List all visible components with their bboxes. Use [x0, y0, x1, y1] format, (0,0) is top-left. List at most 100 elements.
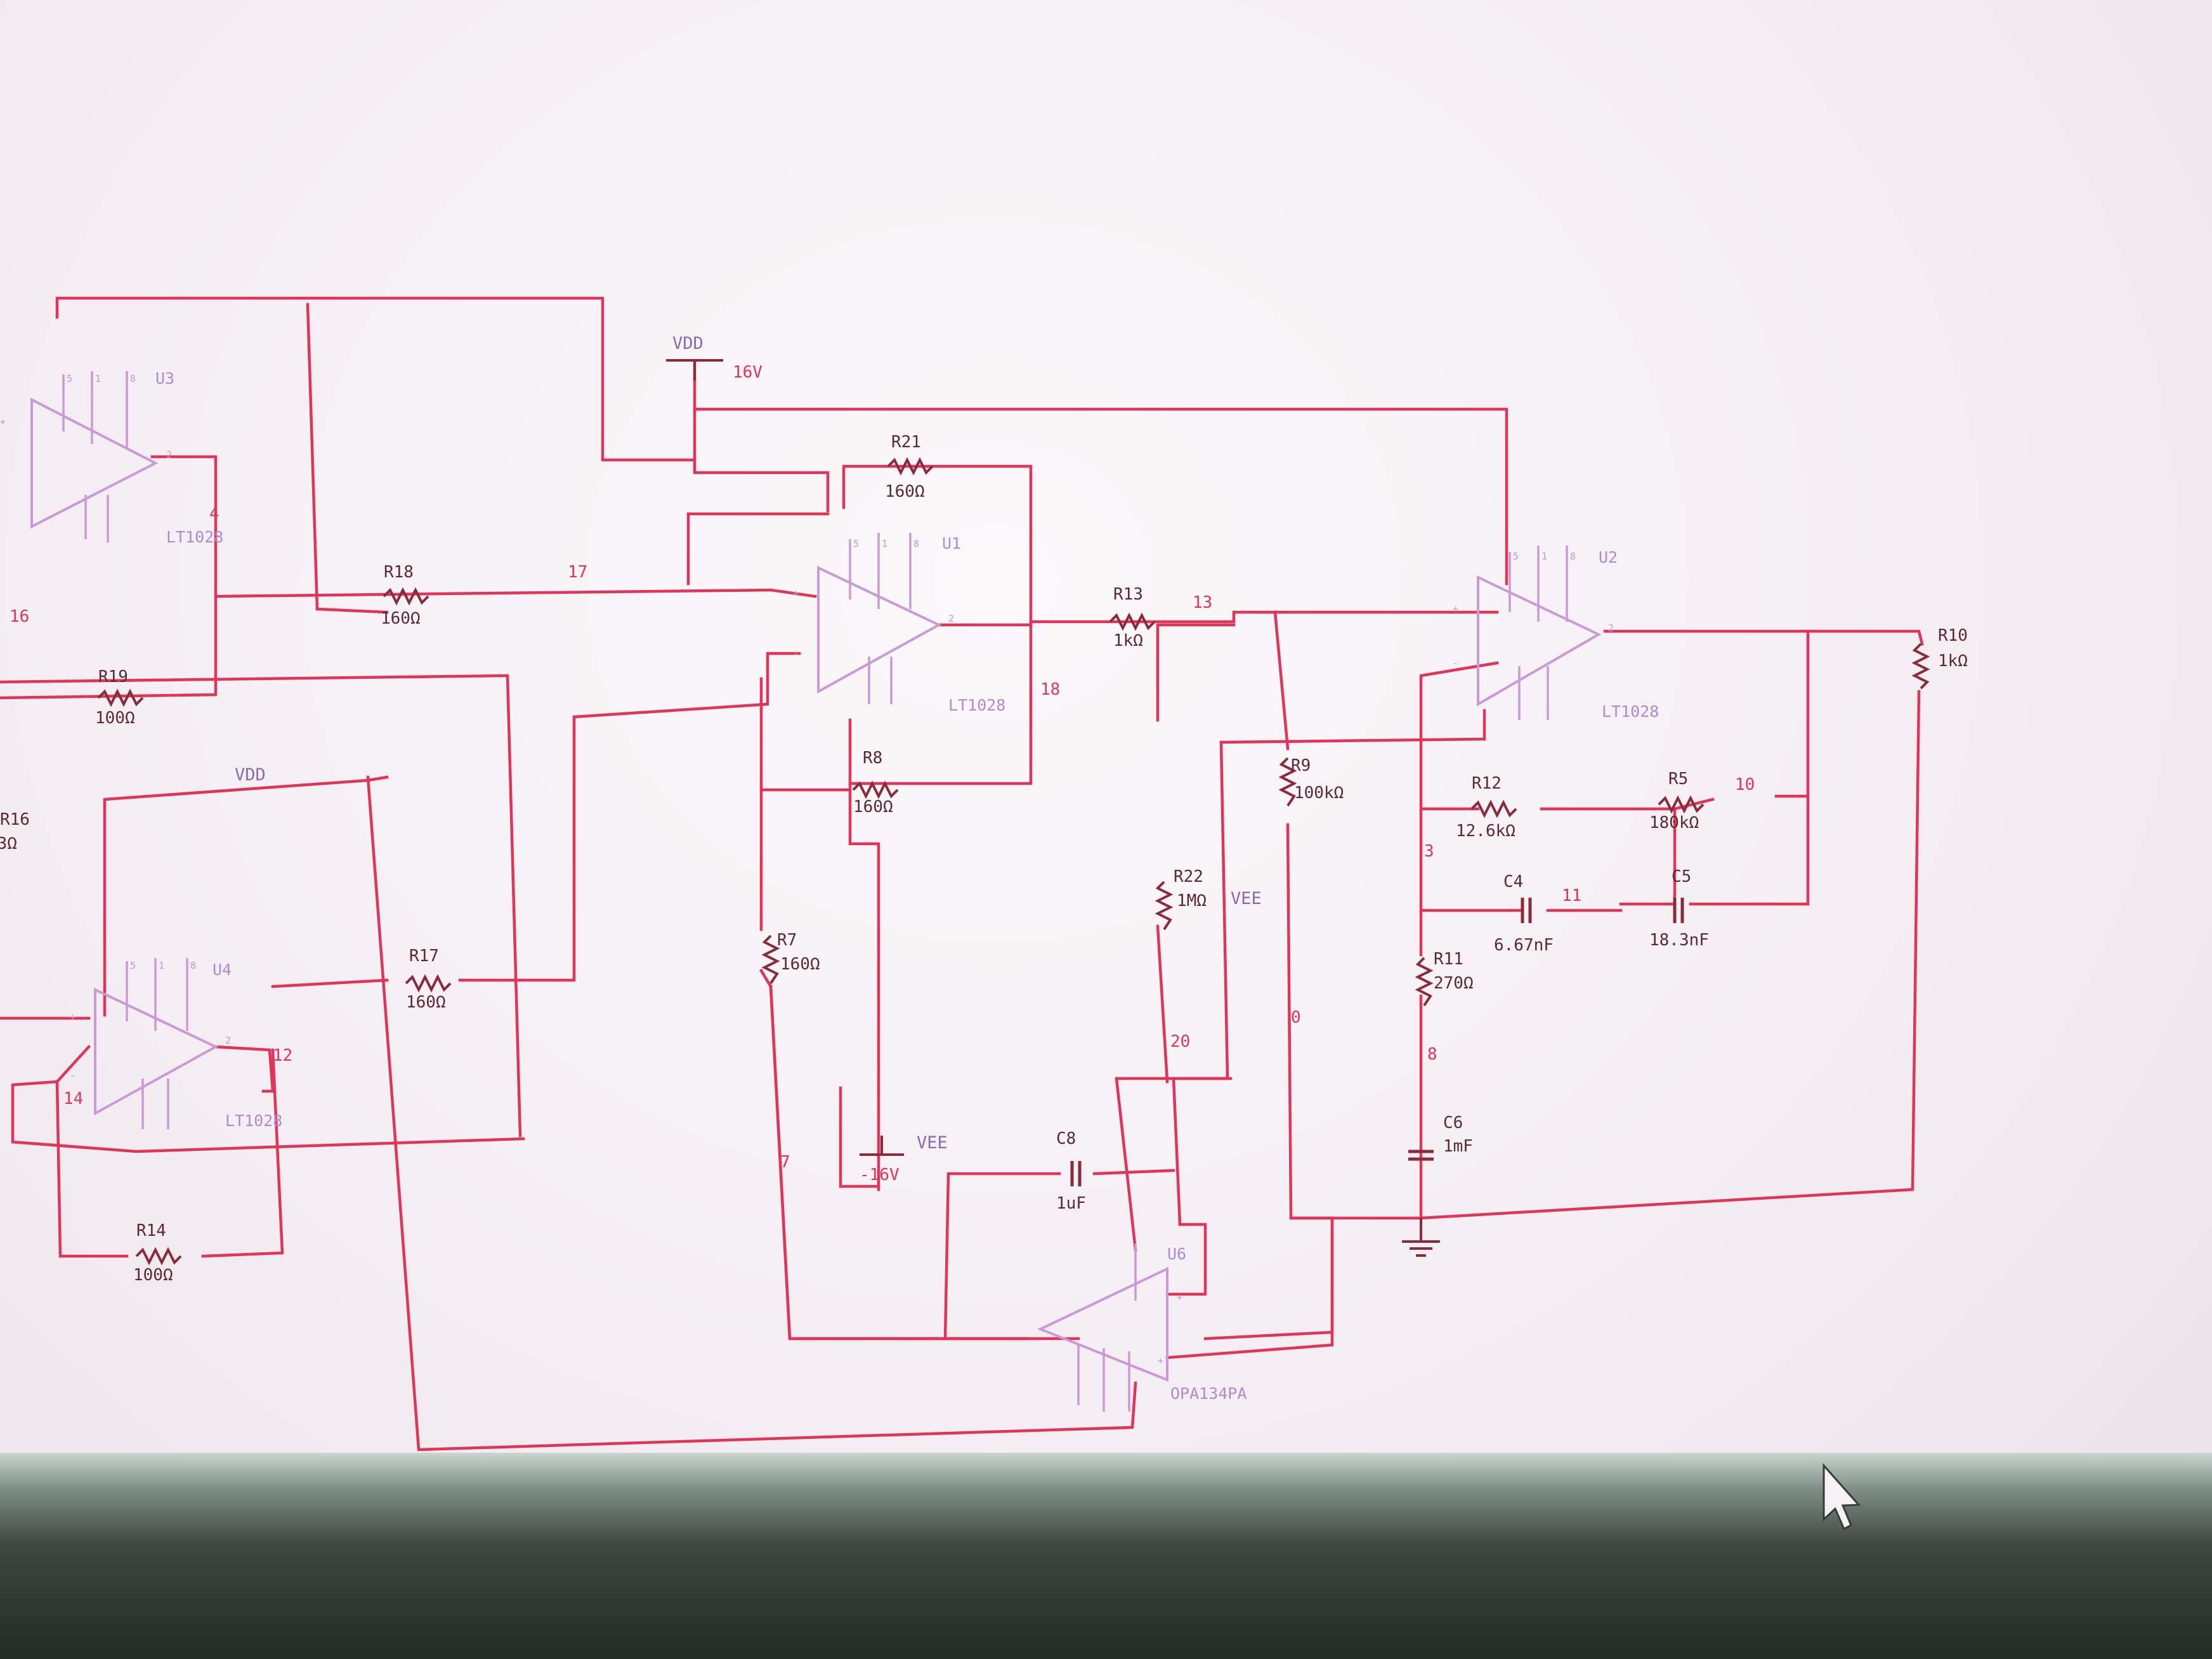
wires	[0, 296, 1924, 1452]
capacitor-c8: C8 1uF	[1056, 1129, 1086, 1213]
svg-text:-: -	[70, 1070, 75, 1081]
svg-text:C8: C8	[1056, 1129, 1076, 1148]
net-7: 7	[780, 1153, 790, 1172]
svg-text:R21: R21	[891, 433, 921, 452]
svg-text:C5: C5	[1672, 867, 1691, 886]
svg-text:R16: R16	[0, 810, 30, 829]
svg-text:5: 5	[853, 538, 859, 549]
svg-text:160Ω: 160Ω	[406, 993, 446, 1012]
svg-text:R14: R14	[136, 1221, 166, 1240]
svg-text:+: +	[1453, 603, 1458, 615]
svg-text:1kΩ: 1kΩ	[1938, 652, 1968, 671]
svg-text:R7: R7	[777, 931, 797, 950]
svg-text:8: 8	[913, 538, 919, 549]
resistor-r16: R16 33Ω	[0, 810, 30, 853]
svg-text:18.3nF: 18.3nF	[1649, 931, 1709, 950]
svg-text:U1: U1	[942, 534, 961, 553]
net-20: 20	[1170, 1032, 1190, 1051]
svg-text:1kΩ: 1kΩ	[1113, 631, 1143, 650]
svg-text:2: 2	[1608, 622, 1614, 634]
capacitor-c4: C4 6.67nF	[1494, 872, 1554, 955]
svg-text:R18: R18	[384, 563, 414, 582]
net-18: 18	[1040, 680, 1060, 699]
ground-symbol	[1402, 1218, 1440, 1257]
svg-text:270Ω: 270Ω	[1434, 974, 1474, 993]
svg-text:8: 8	[130, 373, 136, 384]
svg-text:160Ω: 160Ω	[381, 609, 421, 628]
svg-text:C6: C6	[1443, 1113, 1463, 1132]
svg-text:8: 8	[190, 960, 196, 971]
svg-text:2: 2	[948, 613, 954, 624]
svg-text:1MΩ: 1MΩ	[1177, 891, 1207, 910]
resistor-r17: R17 160Ω	[405, 947, 452, 1012]
net-3: 3	[1424, 842, 1434, 861]
svg-text:LT1028: LT1028	[166, 528, 223, 546]
resistor-r12: R12 12.6kΩ	[1456, 774, 1517, 841]
cursor-arrow-icon	[1823, 1463, 1861, 1531]
svg-text:R10: R10	[1938, 626, 1968, 645]
net-13: 13	[1193, 593, 1212, 612]
resistor-r13: R13 1kΩ	[1109, 585, 1156, 650]
svg-text:100Ω: 100Ω	[95, 709, 135, 728]
svg-text:R12: R12	[1472, 774, 1502, 793]
svg-text:R11: R11	[1434, 950, 1463, 969]
vee-supply: VEE -16V	[860, 1133, 948, 1184]
capacitor-c5: C5 18.3nF	[1649, 867, 1709, 950]
resistor-r21: R21 160Ω	[885, 433, 934, 501]
svg-text:C4: C4	[1503, 872, 1523, 891]
svg-text:+: +	[793, 587, 799, 599]
net-8: 8	[1427, 1045, 1437, 1064]
svg-text:160Ω: 160Ω	[780, 955, 820, 974]
svg-text:1: 1	[95, 373, 101, 384]
opamp-u6: ++ U6 OPA134PA	[1037, 1243, 1247, 1412]
svg-text:100kΩ: 100kΩ	[1294, 784, 1344, 803]
net-12: 12	[273, 1046, 292, 1065]
svg-text:33Ω: 33Ω	[0, 834, 17, 853]
svg-text:5: 5	[67, 373, 72, 384]
net-4: 4	[209, 504, 219, 523]
resistor-r14: R14 100Ω	[133, 1221, 182, 1285]
svg-text:160Ω: 160Ω	[853, 797, 893, 816]
svg-text:R19: R19	[98, 667, 128, 686]
svg-text:R13: R13	[1113, 585, 1143, 604]
resistor-r8: R8 160Ω	[852, 749, 899, 816]
resistor-r19: R19 100Ω	[95, 667, 144, 728]
svg-text:R22: R22	[1174, 867, 1203, 886]
net-labels: 4 16 17 13 18 10 3 11 8 0 20 7 12 14	[10, 504, 1755, 1172]
svg-text:+: +	[0, 416, 6, 428]
resistor-r9: R9 100kΩ	[1278, 756, 1344, 807]
opamp-u3: 5 1 8 +2 U3 LT1028	[0, 369, 223, 546]
resistor-r22: R22 1MΩ	[1155, 867, 1207, 931]
svg-text:U3: U3	[155, 369, 174, 388]
svg-text:1: 1	[159, 960, 164, 971]
svg-text:2: 2	[166, 449, 172, 461]
net-10: 10	[1735, 775, 1755, 794]
svg-text:-: -	[1453, 657, 1458, 669]
svg-text:VDD: VDD	[672, 334, 704, 353]
svg-text:R17: R17	[409, 947, 439, 966]
svg-text:160Ω: 160Ω	[885, 482, 925, 501]
svg-text:16V: 16V	[733, 363, 762, 382]
net-14: 14	[63, 1089, 83, 1108]
svg-text:5: 5	[130, 960, 136, 971]
resistor-r7: R7 160Ω	[761, 931, 820, 985]
vdd-supply-2: VDD	[235, 765, 266, 785]
svg-text:-: -	[793, 648, 799, 659]
svg-text:12.6kΩ: 12.6kΩ	[1456, 822, 1515, 841]
svg-text:U4: U4	[213, 961, 232, 979]
svg-text:+: +	[70, 1011, 75, 1023]
svg-text:R9: R9	[1291, 756, 1311, 775]
svg-text:LT1028: LT1028	[1602, 702, 1659, 721]
svg-text:VEE: VEE	[917, 1133, 948, 1153]
svg-text:1: 1	[882, 538, 887, 549]
svg-text:VEE: VEE	[1231, 889, 1262, 908]
capacitor-c6: C6 1mF	[1408, 1113, 1473, 1161]
svg-text:1: 1	[1541, 551, 1547, 562]
svg-text:5: 5	[1513, 551, 1519, 562]
svg-text:8: 8	[1570, 551, 1576, 562]
